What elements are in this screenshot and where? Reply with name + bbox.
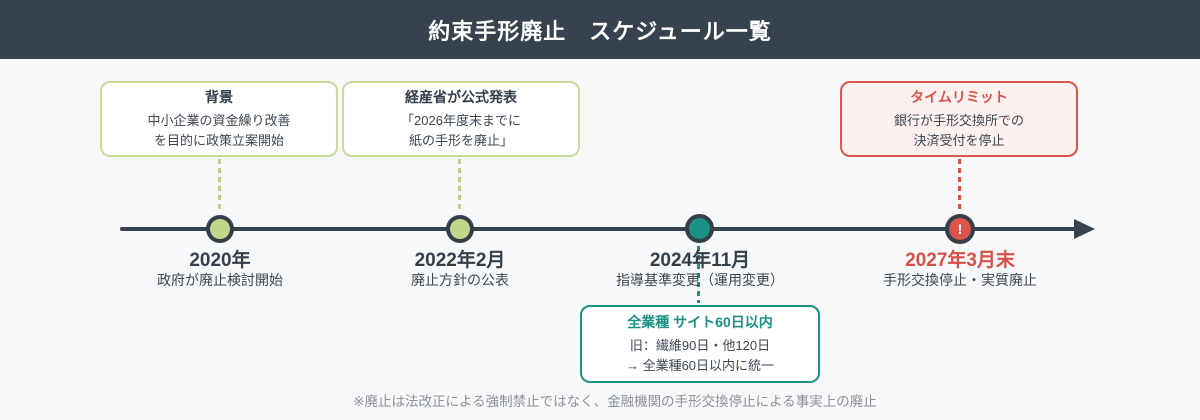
milestone-label: 指導基準変更（運用変更） — [616, 272, 784, 288]
callout-text: 中小企業の資金繰り改善 — [147, 113, 291, 128]
milestone-node-2024 — [685, 214, 714, 243]
timeline-axis — [120, 227, 1078, 231]
milestone-date: 2024年11月 — [649, 250, 751, 271]
connector-dashed-teal — [697, 246, 700, 303]
callout-title: タイムリミット — [910, 89, 1008, 105]
milestone-node-2027: ! — [945, 214, 975, 244]
page-title: 約束手形廃止 スケジュール一覧 — [428, 18, 772, 44]
milestone-node-2020 — [206, 215, 234, 243]
callout-text: 銀行が手形交換所での — [893, 113, 1024, 128]
callout-text: 旧：繊維90日・他120日 — [629, 338, 771, 353]
callout-title: 経産省が公式発表 — [405, 89, 517, 105]
connector-dashed-green — [218, 159, 221, 213]
milestone-node-2022 — [446, 215, 474, 243]
header-bar: 約束手形廃止 スケジュール一覧 — [0, 0, 1200, 59]
callout-text: を目的に政策立案開始 — [153, 133, 284, 148]
callout-background: 背景 中小企業の資金繰り改善 を目的に政策立案開始 — [100, 81, 338, 157]
callout-text: 「2026年度末までに — [401, 113, 521, 128]
milestone-label: 廃止方針の公表 — [411, 272, 509, 288]
callout-text: 紙の手形を廃止」 — [408, 133, 513, 148]
callout-text: 決済受付を停止 — [913, 133, 1005, 148]
connector-dashed-green — [458, 159, 461, 213]
exclamation-icon: ! — [957, 221, 963, 237]
callout-official-announcement: 経産省が公式発表 「2026年度末までに 紙の手形を廃止」 — [342, 81, 580, 157]
timeline-arrowhead-icon — [1074, 219, 1095, 239]
connector-dashed-red — [958, 159, 961, 211]
milestone-date: 2020年 — [189, 250, 251, 271]
milestone-date: 2022年2月 — [414, 250, 506, 271]
milestone-label: 政府が廃止検討開始 — [157, 272, 283, 288]
callout-time-limit: タイムリミット 銀行が手形交換所での 決済受付を停止 — [840, 81, 1078, 157]
milestone-date: 2027年3月末 — [905, 250, 1015, 271]
milestone-label: 手形交換停止・実質廃止 — [883, 272, 1037, 288]
footnote: ※廃止は法改正による強制禁止ではなく、金融機関の手形交換停止による事実上の廃止 — [353, 394, 877, 409]
callout-title: 全業種 サイト60日以内 — [627, 314, 773, 330]
callout-title: 背景 — [205, 89, 233, 105]
callout-text: → 全業種60日以内に統一 — [625, 358, 775, 373]
callout-site-rule: 全業種 サイト60日以内 旧：繊維90日・他120日 → 全業種60日以内に統一 — [580, 305, 820, 383]
